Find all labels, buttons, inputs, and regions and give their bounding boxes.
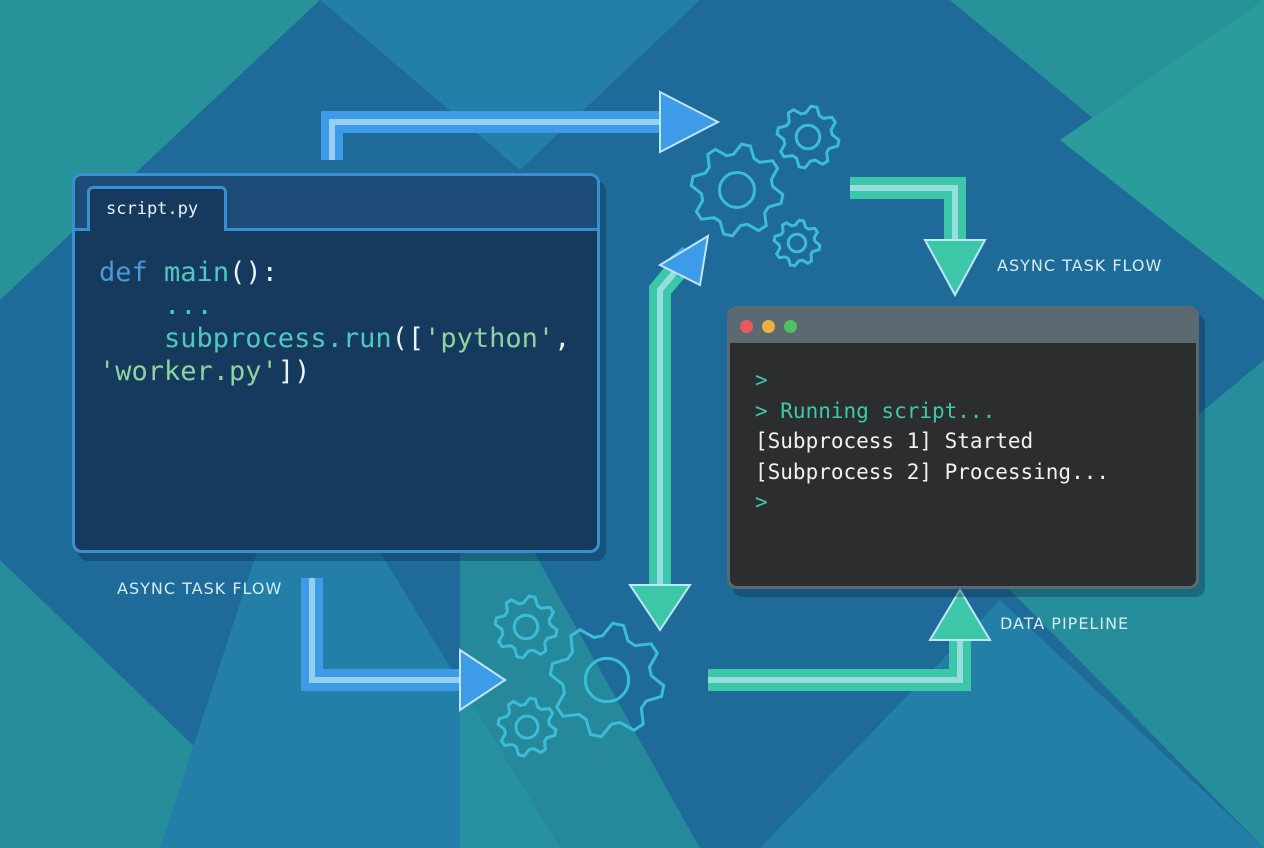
terminal-line: > Running script...	[755, 398, 996, 423]
gear-icon	[496, 696, 558, 758]
minimize-button[interactable]	[762, 320, 775, 333]
label-async-task-flow-top: ASYNC TASK FLOW	[997, 256, 1163, 275]
tab-script-py[interactable]: script.py	[87, 186, 227, 231]
maximize-button[interactable]	[784, 320, 797, 333]
arrow-icon	[657, 234, 710, 287]
terminal-window: > > Running script... [Subprocess 1] Start…	[727, 306, 1199, 589]
label-data-pipeline: DATA PIPELINE	[1000, 614, 1130, 633]
terminal-line: >	[755, 368, 768, 392]
terminal-line: [Subprocess 2] Processing...	[755, 459, 1110, 484]
arrow-icon	[850, 177, 987, 298]
gear-icon	[772, 218, 822, 268]
gear-icon	[775, 104, 841, 170]
terminal-title-bar	[730, 309, 1196, 343]
code-block: def main(): ... subprocess.run(['python'…	[99, 256, 570, 388]
close-button[interactable]	[740, 320, 753, 333]
code-line: def main():	[99, 257, 278, 288]
code-line: ...	[99, 290, 213, 321]
code-line: 'worker.py'])	[99, 356, 311, 387]
arrow-icon	[301, 578, 507, 712]
terminal-line: >	[755, 490, 768, 514]
arrow-icon	[708, 588, 992, 691]
terminal-line: [Subprocess 1] Started	[755, 429, 1034, 453]
gear-icon	[689, 142, 785, 238]
arrow-icon	[321, 90, 721, 160]
arrow-icon	[628, 252, 694, 632]
gear-icon	[548, 621, 666, 739]
code-editor-window: script.py def main(): ... subprocess.run…	[72, 173, 600, 553]
gear-icon	[493, 594, 559, 660]
code-line: subprocess.run(['python',	[99, 323, 571, 354]
terminal-output: > > Running script... [Subprocess 1] Start…	[755, 365, 1109, 518]
label-async-task-flow-bottom: ASYNC TASK FLOW	[117, 579, 283, 598]
